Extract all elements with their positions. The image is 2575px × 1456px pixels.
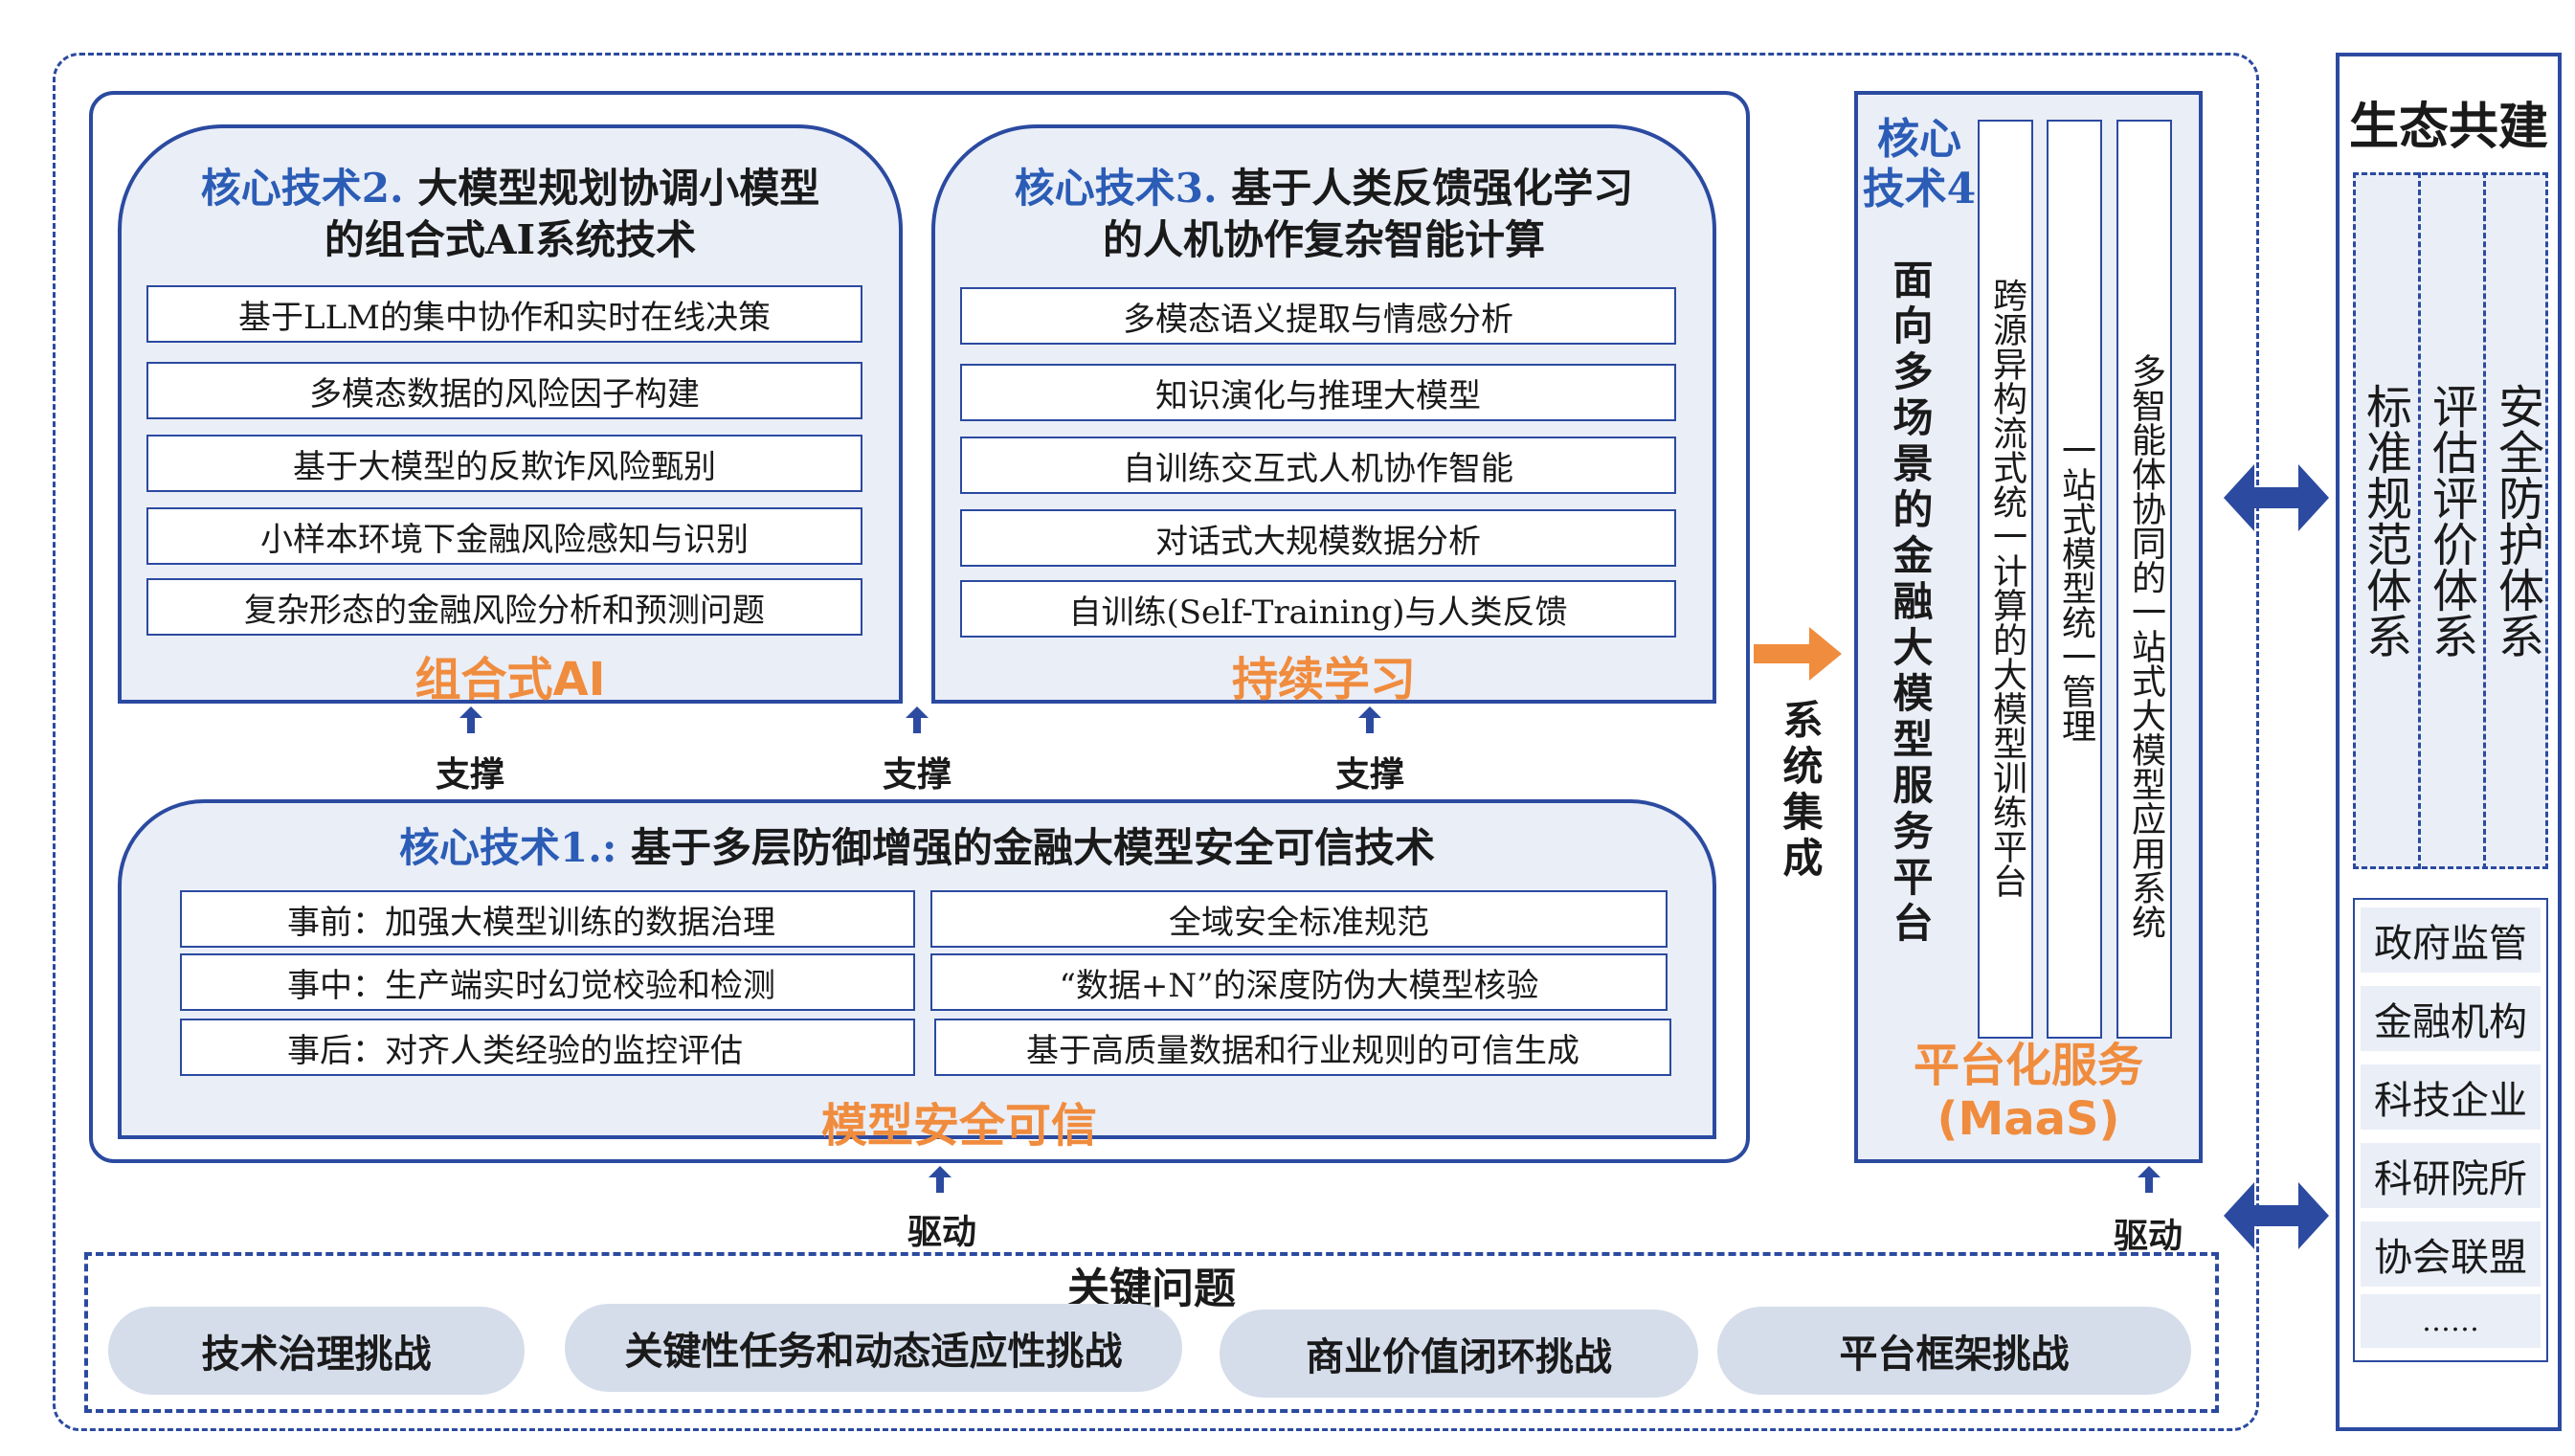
ecosystem-panel — [2336, 53, 2562, 1431]
core-tech-1-left-item: 事前：加强大模型训练的数据治理 — [180, 890, 915, 948]
core-tech-1-left-item: 事中：生产端实时幻觉校验和检测 — [180, 953, 915, 1011]
core-tech-3-prefix: 核心技术3. — [1014, 165, 1218, 212]
core-tech-2-footer: 组合式AI — [414, 653, 606, 706]
core-tech-3-item: 自训练交互式人机协作智能 — [960, 437, 1676, 494]
drive-label: 驱动 — [2114, 1217, 2183, 1256]
support-label: 支撑 — [436, 755, 505, 795]
core-tech-3-item: 多模态语义提取与情感分析 — [960, 287, 1676, 345]
drive-arrow-icon — [929, 1166, 952, 1193]
core-tech-1-right-item: 全域安全标准规范 — [930, 890, 1668, 948]
key-issue-item: 关键性任务和动态适应性挑战 — [565, 1304, 1182, 1392]
support-arrow-icon — [459, 706, 482, 733]
core-tech-2-item: 复杂形态的金融风险分析和预测问题 — [146, 578, 862, 636]
outer-frame — [53, 53, 2259, 1431]
drive-label: 驱动 — [907, 1213, 977, 1252]
bidirectional-arrow-icon — [2224, 464, 2329, 531]
core-tech-1-footer: 模型安全可信 — [820, 1099, 1097, 1153]
key-issue-item: 平台框架挑战 — [1717, 1307, 2191, 1395]
core-tech-2-item: 基于大模型的反欺诈风险甄别 — [146, 435, 862, 492]
core-tech-3-footer: 持续学习 — [1231, 653, 1416, 706]
ecosystem-divider — [2483, 172, 2486, 869]
key-issue-item: 商业价值闭环挑战 — [1220, 1310, 1698, 1398]
ecosystem-member: 协会联盟 — [2361, 1221, 2541, 1287]
platform-column: 一站式模型统一管理 — [2047, 120, 2102, 1039]
support-label: 支撑 — [883, 755, 952, 795]
ecosystem-member: 科技企业 — [2361, 1064, 2541, 1130]
ecosystem-system: 评估评价体系 — [2424, 383, 2477, 659]
support-label: 支撑 — [1335, 755, 1405, 795]
core-tech-1-right-item: “数据+N”的深度防伪大模型核验 — [930, 953, 1668, 1011]
platform-column: 多智能体协同的一站式大模型应用系统 — [2116, 120, 2172, 1039]
core-tech-1-title: 核心技术1.: 基于多层防御增强的金融大模型安全可信技术 — [399, 824, 1435, 871]
core-tech-2-title: 核心技术2. 大模型规划协调小模型 的组合式AI系统技术 — [200, 165, 820, 263]
drive-arrow-icon — [2138, 1166, 2161, 1193]
integration-arrow-icon — [1754, 627, 1842, 681]
core-tech-1-right-item: 基于高质量数据和行业规则的可信生成 — [934, 1019, 1671, 1076]
ecosystem-systems-box — [2353, 172, 2548, 869]
core-tech-4-footer: 平台化服务 (MaaS) — [1913, 1039, 2143, 1146]
ecosystem-system: 安全防护体系 — [2490, 383, 2543, 659]
bidirectional-arrow-icon — [2224, 1182, 2329, 1249]
core-tech-2-item: 小样本环境下金融风险感知与识别 — [146, 507, 862, 565]
ecosystem-member: 金融机构 — [2361, 986, 2541, 1051]
ecosystem-member: …… — [2361, 1294, 2541, 1348]
ecosystem-members-box — [2353, 898, 2548, 1362]
core-tech-2-item: 基于LLM的集中协作和实时在线决策 — [146, 285, 862, 343]
core-tech-4-title: 面向多场景的金融大模型服务平台 — [1887, 258, 1934, 948]
key-issue-item: 技术治理挑战 — [108, 1307, 525, 1395]
ecosystem-member: 政府监管 — [2361, 907, 2541, 973]
core-tech-2-prefix: 核心技术2. — [200, 165, 404, 212]
core-tech-4-prefix: 核心 技术4 — [1862, 115, 1977, 213]
ecosystem-member: 科研院所 — [2361, 1143, 2541, 1208]
platform-column: 跨源异构流式统一计算的大模型训练平台 — [1978, 120, 2033, 1039]
key-issues-panel — [84, 1252, 2219, 1413]
core-tech-1-left-item: 事后：对齐人类经验的监控评估 — [180, 1019, 915, 1076]
core-tech-3-title: 核心技术3. 基于人类反馈强化学习 的人机协作复杂智能计算 — [1014, 165, 1634, 263]
ecosystem-divider — [2418, 172, 2421, 869]
support-arrow-icon — [1358, 706, 1381, 733]
core-tech-3-item: 对话式大规模数据分析 — [960, 509, 1676, 567]
core-tech-3-item: 知识演化与推理大模型 — [960, 364, 1676, 421]
core-tech-3-item: 自训练(Self-Training)与人类反馈 — [960, 580, 1676, 638]
core-tech-1-prefix: 核心技术1.: — [399, 824, 617, 871]
ecosystem-system: 标准规范体系 — [2358, 383, 2411, 659]
ecosystem-title: 生态共建 — [2348, 99, 2548, 156]
core-tech-2-item: 多模态数据的风险因子构建 — [146, 362, 862, 419]
system-integration-label: 系统集成 — [1777, 699, 1824, 883]
support-arrow-icon — [906, 706, 929, 733]
